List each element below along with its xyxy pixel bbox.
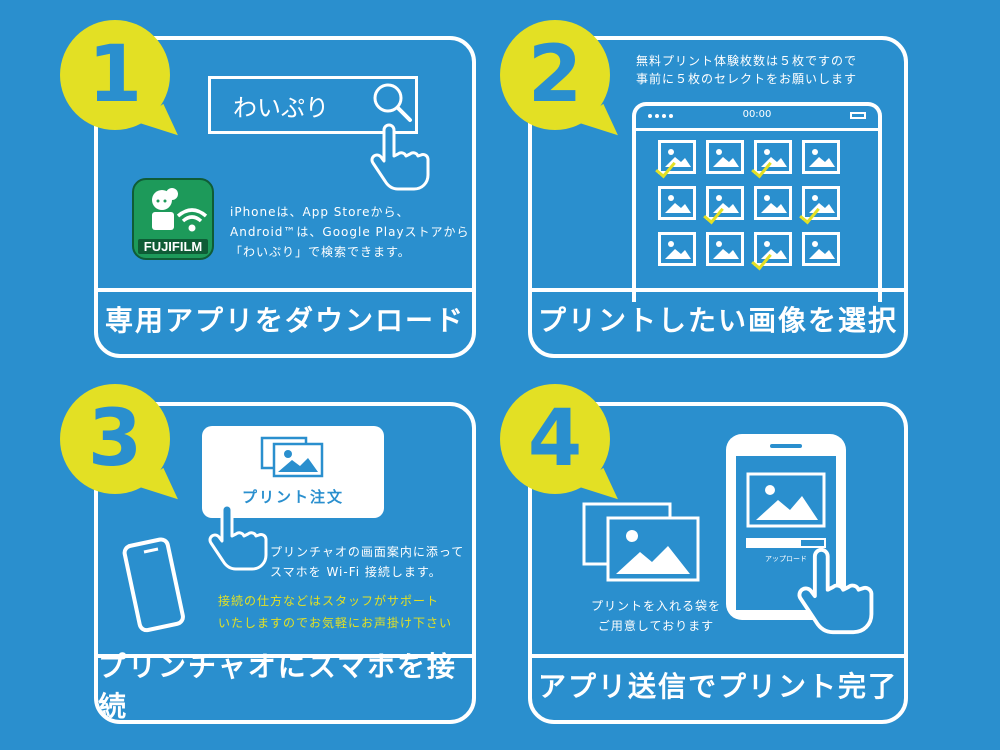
photo-icon	[582, 502, 700, 582]
pointing-hand-icon	[208, 503, 268, 571]
step4-title: アプリ送信でプリント完了	[537, 670, 898, 703]
upload-progress-bar	[746, 538, 826, 548]
print-order-button[interactable]: プリント注文	[241, 488, 344, 506]
search-box[interactable]: わいぷり	[208, 76, 418, 134]
phone-speaker	[770, 444, 802, 448]
step-card-2: 無料プリント体験枚数は５枚ですので 事前に５枚のセレクトをお願いします 00:0…	[528, 36, 908, 358]
step3-title: プリンチャオにスマホを接続	[98, 650, 457, 723]
phone-illustration: アップロード	[726, 434, 846, 620]
step-card-3: プリント注文 プリンチャオの画面案内に添って スマホを Wi-Fi 接続します。…	[94, 402, 476, 724]
photo-icon	[260, 436, 324, 478]
app-icon[interactable]: FUJIFILM	[132, 178, 214, 260]
photo-thumbnail[interactable]	[706, 186, 744, 220]
photo-thumbnail[interactable]	[706, 140, 744, 174]
smartphone-icon	[122, 537, 185, 633]
photo-thumbnail[interactable]	[754, 140, 792, 174]
step-card-4: プリントを入れる袋を ご用意しております アップロード アプリ送信でプリント完了	[528, 402, 908, 724]
app-brand: FUJIFILM	[138, 239, 208, 254]
upload-button[interactable]: アップロード	[765, 555, 807, 563]
photo-thumbnail[interactable]	[754, 232, 792, 266]
pointing-hand-icon	[797, 547, 874, 635]
step-badge-4: 4	[500, 384, 623, 515]
photo-thumbnail[interactable]	[802, 186, 840, 220]
print-order-panel: プリント注文	[202, 426, 384, 518]
phone-illustration: 00:00	[632, 102, 882, 302]
photo-thumbnail[interactable]	[658, 186, 696, 220]
step4-description: プリントを入れる袋を ご用意しております	[590, 599, 721, 633]
app-mascot-icon	[152, 188, 178, 230]
step3-description: プリンチャオの画面案内に添って スマホを Wi-Fi 接続します。	[270, 545, 465, 579]
step1-title: 専用アプリをダウンロード	[104, 304, 465, 337]
step3-note: 接続の仕方などはスタッフがサポート いたしますのでお気軽にお声掛け下さい	[218, 594, 453, 630]
phone-time: 00:00	[742, 109, 772, 120]
pointing-hand-icon	[370, 123, 430, 191]
phone-status-bar: 00:00	[636, 106, 878, 131]
search-icon	[373, 83, 412, 122]
photo-thumbnail[interactable]	[754, 186, 792, 220]
photo-icon	[746, 472, 826, 528]
step-badge-2: 2	[500, 20, 623, 151]
photo-thumbnail[interactable]	[802, 140, 840, 174]
photo-thumbnail[interactable]	[802, 232, 840, 266]
search-text: わいぷり	[233, 93, 329, 122]
step-badge-3: 3	[60, 384, 183, 515]
photo-thumbnail[interactable]	[658, 232, 696, 266]
step2-title: プリントしたい画像を選択	[537, 304, 898, 337]
photo-thumbnail[interactable]	[658, 140, 696, 174]
step-badge-1: 1	[60, 20, 183, 151]
step2-note: 無料プリント体験枚数は５枚ですので 事前に５枚のセレクトをお願いします	[636, 54, 858, 86]
step-card-1: わいぷり FUJIFILM iPhoneは、App Storeから、 Andro…	[94, 36, 476, 358]
photo-thumbnail[interactable]	[706, 232, 744, 266]
step1-description: iPhoneは、App Storeから、 Android™は、Google Pl…	[230, 205, 470, 259]
battery-icon	[850, 112, 866, 119]
wifi-icon	[176, 208, 208, 232]
